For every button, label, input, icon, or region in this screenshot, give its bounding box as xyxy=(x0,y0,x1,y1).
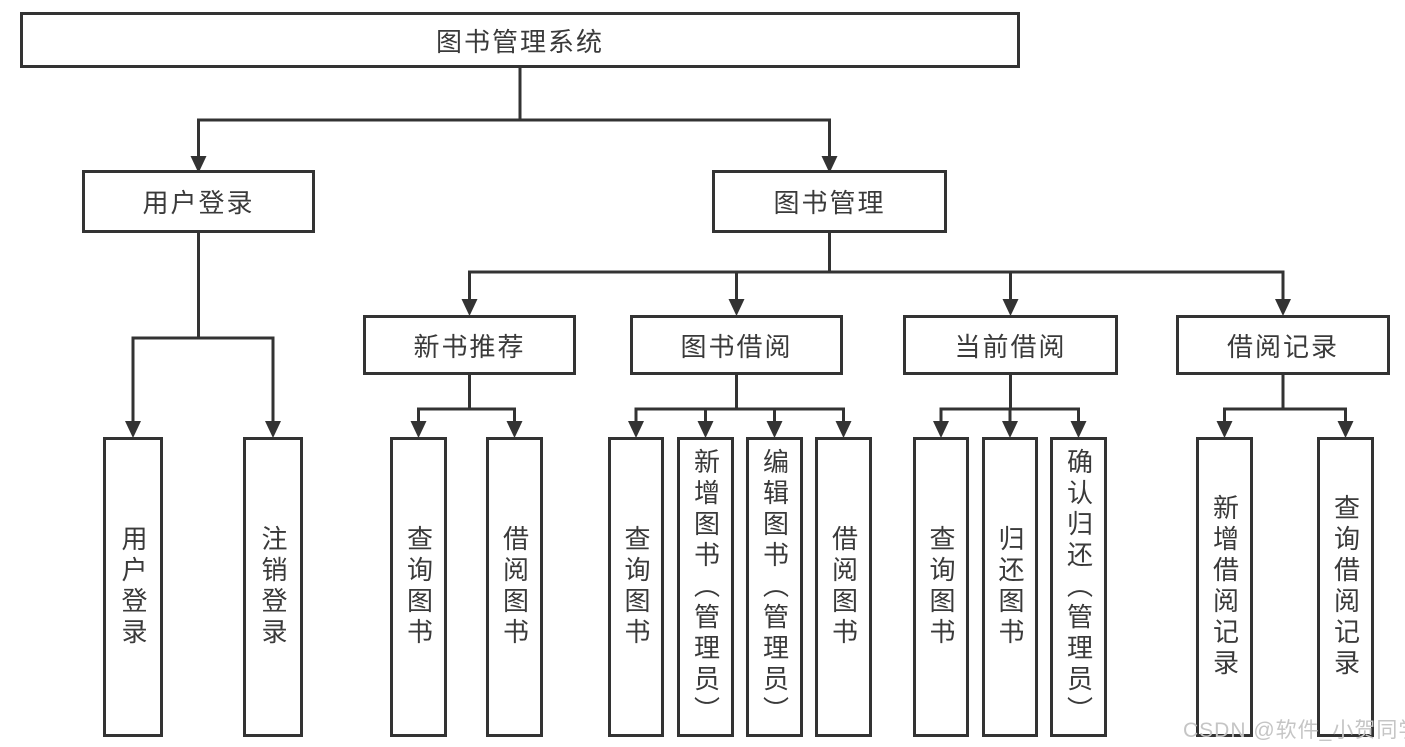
node-borrow-records: 借阅记录 xyxy=(1176,315,1390,375)
arrowhead xyxy=(1337,421,1354,438)
leaf-bb-query-books: 查询图书 xyxy=(608,437,664,737)
leaf-bb-borrow-books: 借阅图书 xyxy=(815,437,872,737)
node-book-borrow-label: 图书借阅 xyxy=(680,331,793,362)
arrowhead xyxy=(697,421,714,438)
leaf-rec-query-books-label: 查询图书 xyxy=(403,525,434,649)
node-book-mgmt-label: 图书管理 xyxy=(773,188,886,218)
leaf-logout: 注销登录 xyxy=(243,437,303,737)
node-user-login: 用户登录 xyxy=(82,170,315,233)
leaf-br-query-record: 查询借阅记录 xyxy=(1317,437,1374,737)
leaf-cb-confirm-return-label: 确认归还（管理员） xyxy=(1063,447,1094,727)
leaf-br-query-record-label: 查询借阅记录 xyxy=(1330,494,1361,680)
connector-book-borrow-split xyxy=(628,375,852,438)
node-current-borrow-label: 当前借阅 xyxy=(954,331,1067,362)
leaf-user-login: 用户登录 xyxy=(103,437,163,737)
node-new-book-rec: 新书推荐 xyxy=(363,315,576,375)
arrowhead xyxy=(1070,421,1087,438)
connector-new-book-rec-split xyxy=(410,375,523,438)
leaf-cb-return-books-label: 归还图书 xyxy=(995,525,1025,649)
arrowhead xyxy=(461,299,478,316)
node-borrow-records-label: 借阅记录 xyxy=(1226,331,1339,362)
arrowhead xyxy=(628,421,644,438)
arrowhead xyxy=(410,421,427,438)
arrowhead xyxy=(1216,421,1233,438)
arrowhead xyxy=(766,421,783,438)
leaf-bb-add-books-label: 新增图书（管理员） xyxy=(690,447,721,727)
node-current-borrow: 当前借阅 xyxy=(903,315,1118,375)
connector-current-borrow-split xyxy=(933,375,1087,438)
leaf-rec-query-books: 查询图书 xyxy=(390,437,447,737)
node-user-login-label: 用户登录 xyxy=(142,188,255,218)
leaf-user-login-label: 用户登录 xyxy=(118,525,148,649)
leaf-cb-query-books: 查询图书 xyxy=(913,437,969,737)
arrowhead xyxy=(506,421,523,438)
arrowhead xyxy=(1275,299,1291,316)
arrowhead xyxy=(1002,299,1019,316)
leaf-cb-return-books: 归还图书 xyxy=(982,437,1038,737)
leaf-bb-edit-books: 编辑图书（管理员） xyxy=(746,437,803,737)
leaf-rec-borrow-books-label: 借阅图书 xyxy=(499,525,530,649)
connector-root-split xyxy=(190,68,838,173)
connector-book-mgmt-split xyxy=(461,233,1291,316)
connector-borrow-records-split xyxy=(1216,375,1354,438)
arrowhead xyxy=(821,156,838,173)
connector-user-login-split xyxy=(125,233,281,438)
leaf-cb-confirm-return: 确认归还（管理员） xyxy=(1050,437,1107,737)
leaf-rec-borrow-books: 借阅图书 xyxy=(486,437,543,737)
leaf-cb-query-books-label: 查询图书 xyxy=(926,525,956,649)
arrowhead xyxy=(728,299,745,316)
leaf-bb-query-books-label: 查询图书 xyxy=(621,525,651,649)
node-book-borrow: 图书借阅 xyxy=(630,315,843,375)
leaf-logout-label: 注销登录 xyxy=(258,525,288,649)
arrowhead xyxy=(835,421,852,438)
leaf-bb-edit-books-label: 编辑图书（管理员） xyxy=(759,447,790,727)
arrowhead xyxy=(190,156,207,173)
node-root-label: 图书管理系统 xyxy=(435,26,604,57)
node-new-book-rec-label: 新书推荐 xyxy=(413,331,526,362)
leaf-bb-add-books: 新增图书（管理员） xyxy=(677,437,734,737)
leaf-br-add-record-label: 新增借阅记录 xyxy=(1209,494,1240,680)
arrowhead xyxy=(933,421,949,438)
arrowhead xyxy=(265,421,281,438)
leaf-br-add-record: 新增借阅记录 xyxy=(1196,437,1253,737)
node-root: 图书管理系统 xyxy=(20,12,1020,68)
node-book-mgmt: 图书管理 xyxy=(712,170,947,233)
arrowhead xyxy=(125,421,141,438)
csdn-watermark: CSDN @软件_小贺同学 xyxy=(1183,719,1405,742)
leaf-bb-borrow-books-label: 借阅图书 xyxy=(828,525,859,649)
arrowhead xyxy=(1002,421,1018,438)
